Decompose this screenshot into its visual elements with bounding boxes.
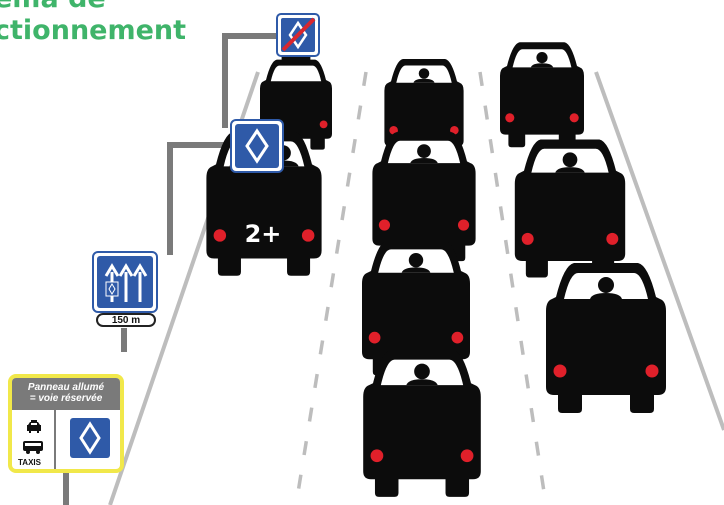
lane-status-board: Panneau allumé = voie réservée TAXIS	[8, 374, 124, 473]
car-lane3-row2	[514, 139, 626, 278]
car-lane2-row4	[363, 349, 481, 497]
board-diamond-sign-icon	[70, 418, 110, 458]
board-header: Panneau allumé = voie réservée	[12, 378, 120, 410]
end-sign-post	[222, 33, 277, 128]
diagram-title-line2: ctionnement	[0, 15, 187, 46]
bus-icon	[23, 441, 43, 454]
diamond-sign-post	[167, 142, 232, 255]
board-vehicle-label: TAXIS	[18, 458, 41, 467]
road-right-edge	[594, 71, 724, 431]
board-header-line1: Panneau allumé	[27, 382, 105, 393]
distance-label: 150 m	[96, 313, 156, 327]
diamond-sign-icon	[230, 119, 284, 173]
carpool-label: 2+	[245, 220, 282, 248]
board-divider	[54, 410, 56, 469]
car-lane3-row1	[500, 42, 584, 148]
diagram-title-line1: ema de	[0, 0, 106, 14]
lane-divider-left	[294, 71, 368, 505]
lane-divider-right	[478, 71, 548, 505]
taxi-icon	[27, 420, 41, 433]
board-header-line2: = voie réservée	[29, 393, 103, 404]
lane-arrows-sign-icon	[92, 251, 158, 313]
car-lane3-row3	[546, 263, 666, 413]
end-of-lane-sign-icon	[276, 13, 320, 57]
